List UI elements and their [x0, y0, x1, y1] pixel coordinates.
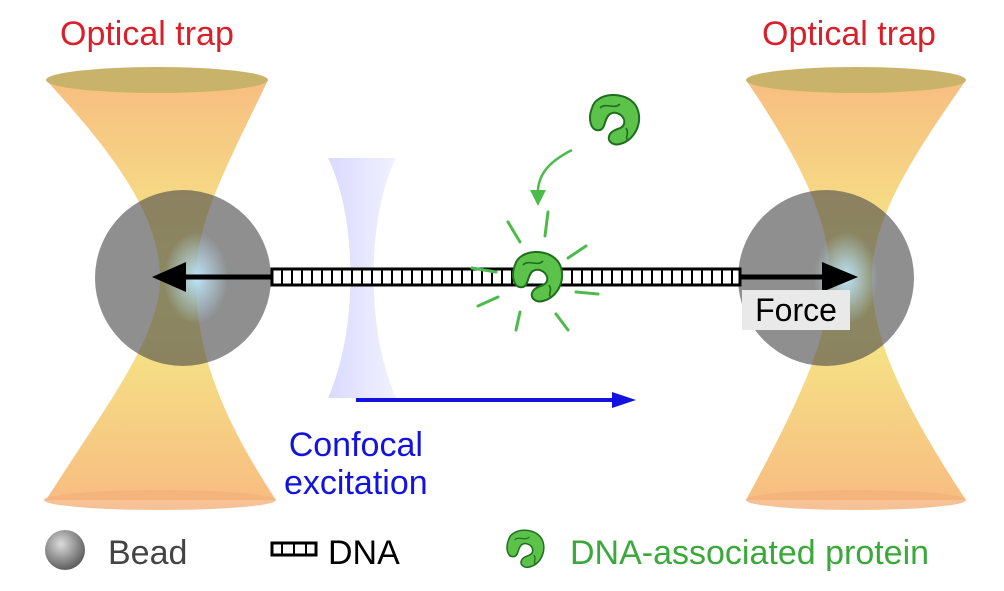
confocal-excitation-label: Confocal excitation [284, 426, 428, 502]
bead-icon [45, 530, 85, 570]
dna-icon [270, 541, 318, 557]
confocal-scan-arrow [356, 392, 636, 408]
legend-protein-label: DNA-associated protein [570, 534, 930, 572]
confocal-line2: excitation [284, 464, 428, 503]
optical-trap-right-label: Optical trap [762, 15, 936, 53]
protein-icon [506, 529, 545, 569]
confocal-line1: Confocal [288, 426, 423, 464]
force-arrow-left [152, 262, 272, 292]
binding-arrowhead [530, 190, 546, 206]
force-label: Force [742, 290, 850, 330]
legend-bead-label: Bead [108, 534, 188, 572]
optical-trap-left-label: Optical trap [60, 15, 234, 53]
legend-dna-label: DNA [328, 534, 400, 572]
dna-strand [270, 267, 742, 287]
force-arrow-right [740, 262, 858, 292]
bound-protein [470, 210, 600, 332]
free-protein [589, 93, 641, 146]
